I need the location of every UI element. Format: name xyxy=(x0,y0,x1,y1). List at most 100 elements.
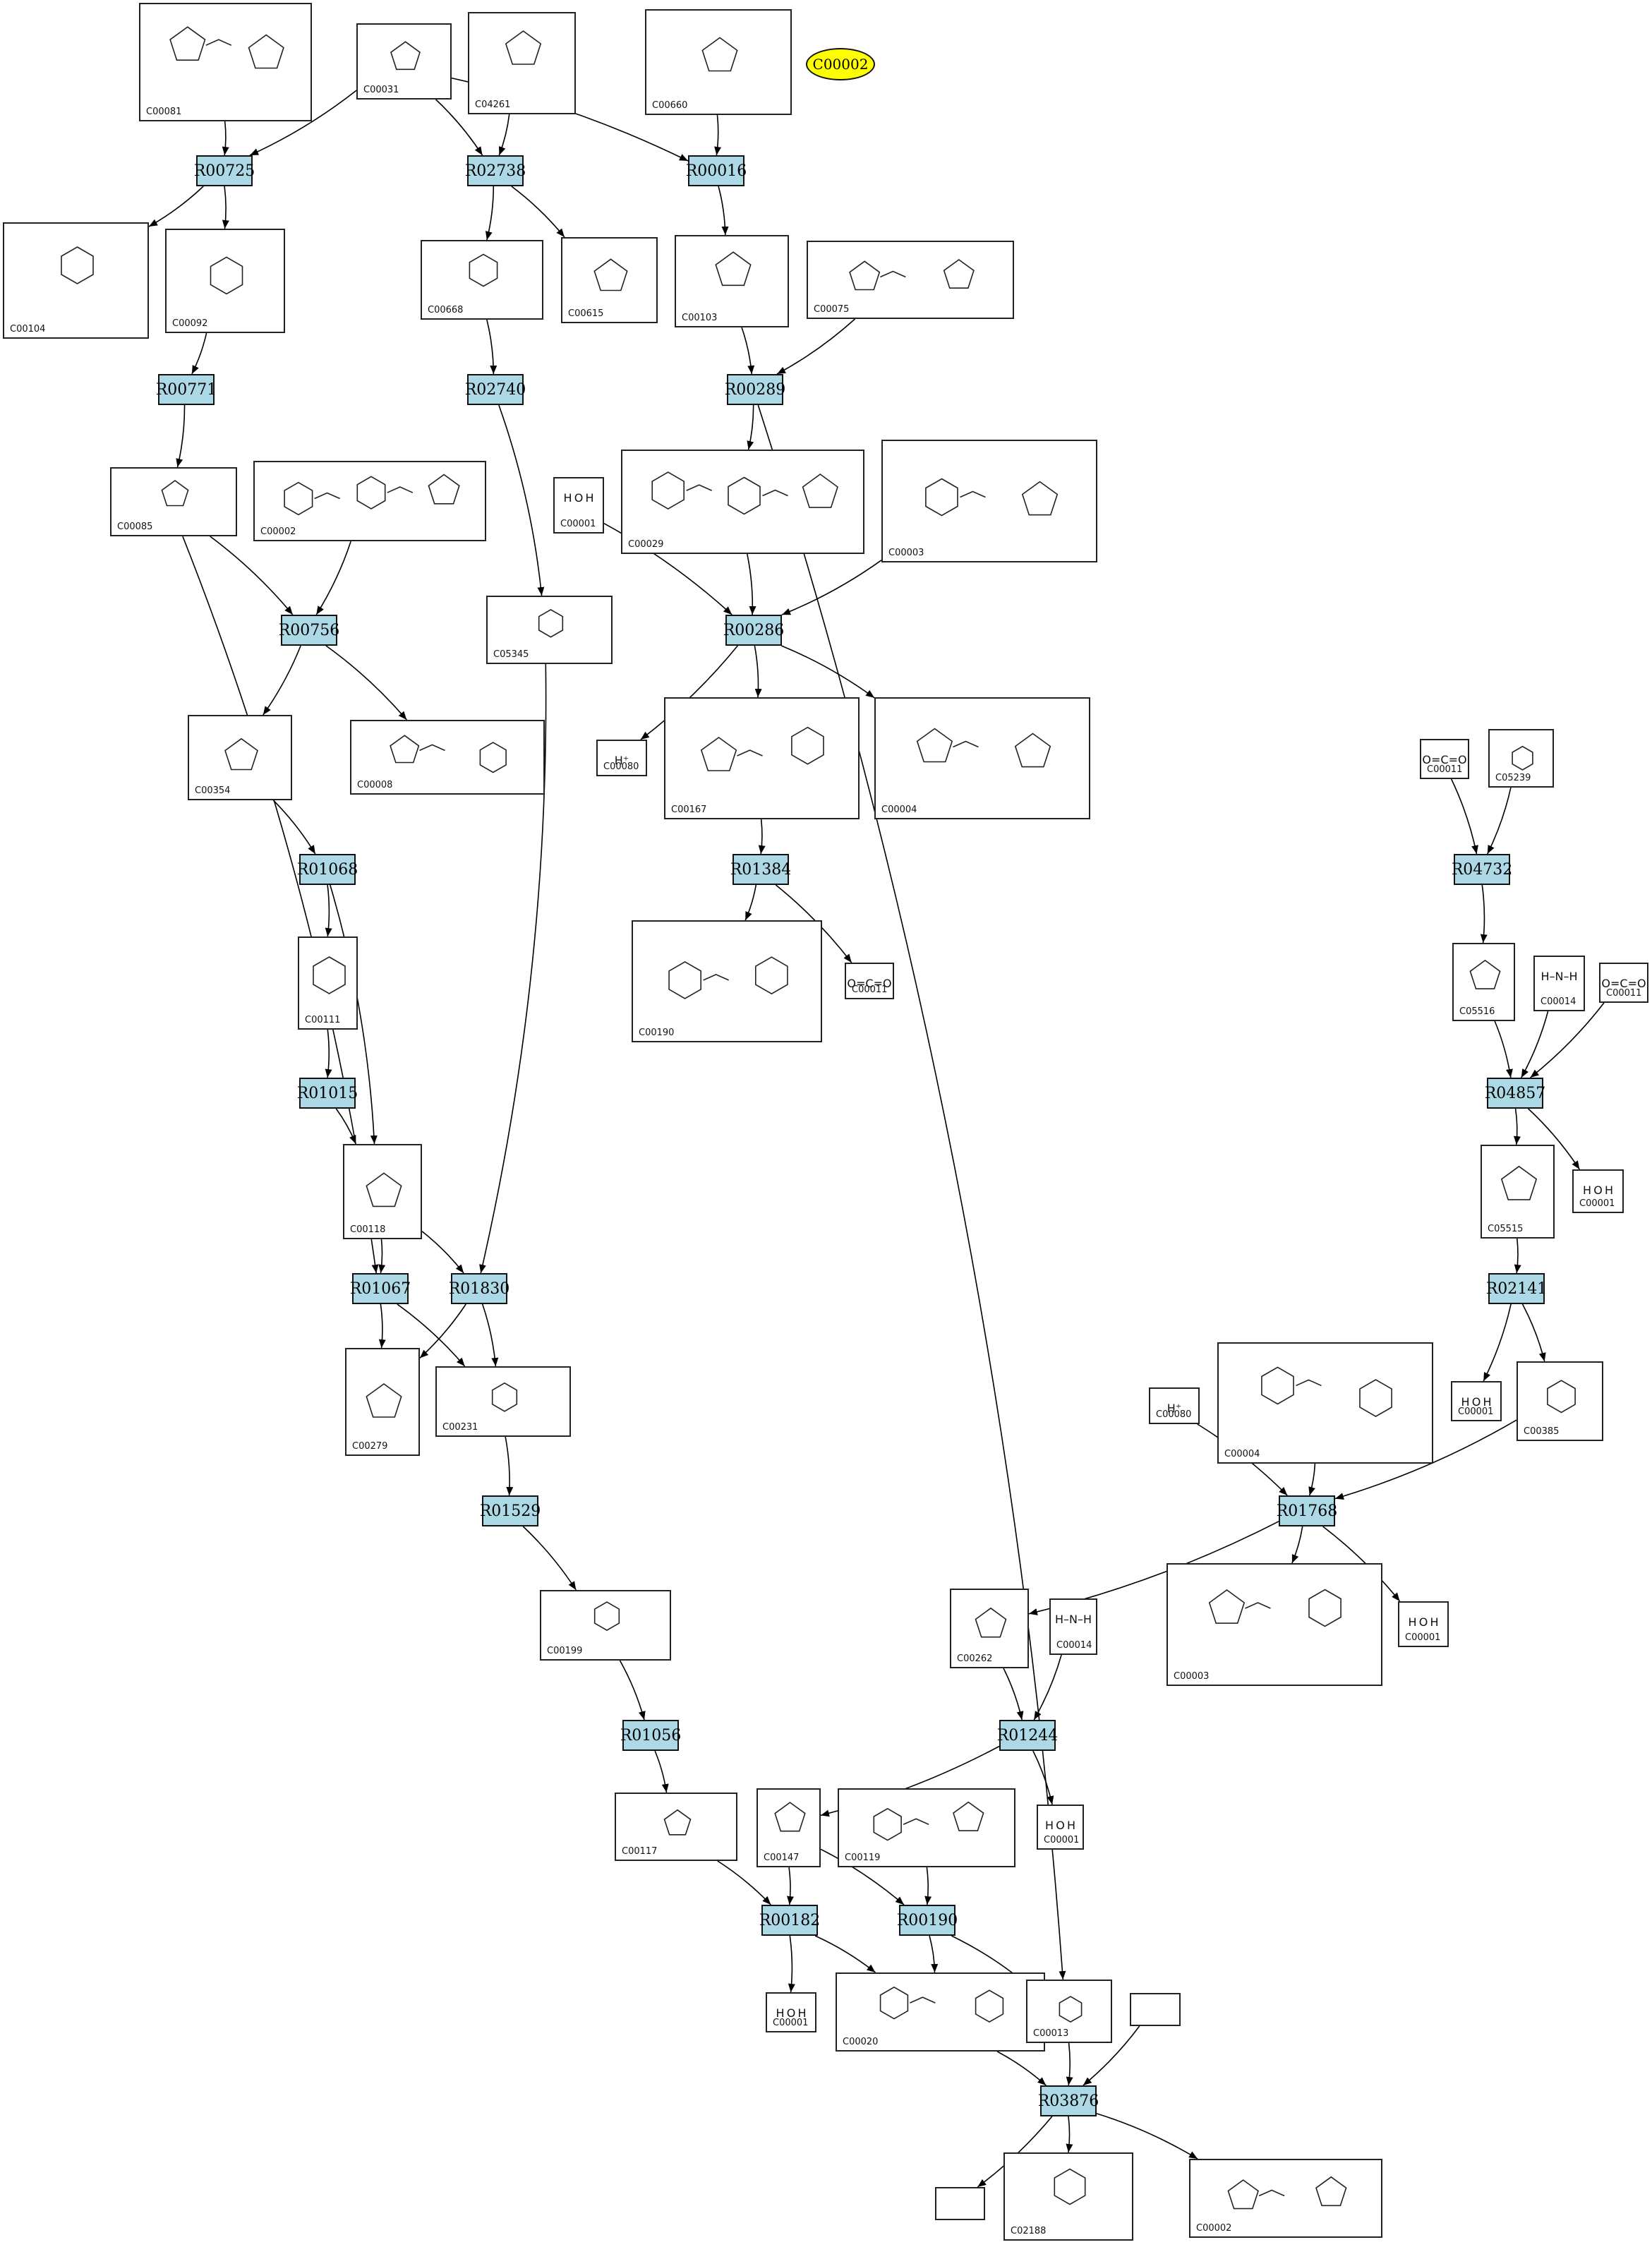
edge-C00118-R01830 xyxy=(421,1231,464,1274)
compound-C00385[interactable]: C00385 xyxy=(1517,1361,1603,1441)
compound-C00262[interactable]: C00262 xyxy=(950,1589,1029,1668)
reaction-R01068[interactable]: R01068 xyxy=(297,854,358,885)
structure-drawing xyxy=(651,471,838,515)
reaction-R01768[interactable]: R01768 xyxy=(1277,1495,1337,1526)
structure-drawing xyxy=(366,1383,402,1418)
reaction-R00286[interactable]: R00286 xyxy=(723,615,784,646)
compound-C00092[interactable]: C00092 xyxy=(165,229,285,333)
reaction-R00016[interactable]: R00016 xyxy=(686,155,747,186)
structure-drawing xyxy=(1054,2168,1086,2205)
reaction-R00771[interactable]: R00771 xyxy=(156,374,217,405)
compound-formula: H O H xyxy=(1408,1615,1439,1629)
compound-C00231[interactable]: C00231 xyxy=(435,1366,571,1437)
compound-C02188[interactable]: C02188 xyxy=(1003,2152,1133,2241)
compound-EMPTY2[interactable] xyxy=(935,2187,985,2220)
compound-C00147[interactable]: C00147 xyxy=(756,1788,821,1867)
reaction-R01384[interactable]: R01384 xyxy=(730,854,791,885)
compound-id-label: C00081 xyxy=(146,107,182,117)
compound-C00190[interactable]: C00190 xyxy=(632,920,822,1042)
compound-C00085[interactable]: C00085 xyxy=(110,467,237,536)
compound-C00080a[interactable]: H⁺C00080 xyxy=(596,740,647,776)
compound-id-label: C00085 xyxy=(117,522,153,532)
compound-C00003b[interactable]: C00003 xyxy=(1166,1563,1382,1686)
edge-R00182-C00001f xyxy=(788,1935,795,1993)
compound-C00354[interactable]: C00354 xyxy=(188,715,292,800)
edge-C00668-R02740 xyxy=(486,319,498,375)
reaction-R01244[interactable]: R01244 xyxy=(997,1720,1058,1751)
compound-C00002b[interactable]: C00002 xyxy=(1189,2159,1382,2238)
compound-id-label: C00190 xyxy=(639,1028,675,1038)
edge-R01244-C00001e xyxy=(1032,1750,1054,1805)
compound-C00029[interactable]: C00029 xyxy=(621,450,864,554)
edge-C05516-R04857 xyxy=(1494,1020,1513,1078)
compound-C00020[interactable]: C00020 xyxy=(836,1972,1045,2052)
reaction-R01067[interactable]: R01067 xyxy=(350,1273,411,1304)
compound-C05345[interactable]: C05345 xyxy=(486,596,613,664)
reaction-R03876[interactable]: R03876 xyxy=(1038,2085,1099,2116)
compound-C00004b[interactable]: C00004 xyxy=(1217,1342,1433,1464)
reaction-R01830[interactable]: R01830 xyxy=(449,1273,510,1304)
compound-C00104[interactable]: C00104 xyxy=(3,222,149,339)
compound-C04261[interactable]: C04261 xyxy=(468,12,576,114)
compound-C00199[interactable]: C00199 xyxy=(540,1590,671,1661)
compound-EMPTY1[interactable] xyxy=(1130,1993,1181,2026)
reaction-R00756[interactable]: R00756 xyxy=(279,615,339,646)
reaction-R01015[interactable]: R01015 xyxy=(297,1078,358,1109)
compound-C00615[interactable]: C00615 xyxy=(561,237,658,323)
compound-C00004a[interactable]: C00004 xyxy=(874,697,1090,819)
compound-C00081[interactable]: C00081 xyxy=(139,3,312,121)
compound-C05516[interactable]: C05516 xyxy=(1452,943,1515,1021)
reaction-R04732[interactable]: R04732 xyxy=(1452,854,1512,885)
edge-C00011a-R04732 xyxy=(1450,778,1478,855)
compound-C00002a[interactable]: C00002 xyxy=(253,461,486,541)
reaction-R02738[interactable]: R02738 xyxy=(465,155,526,186)
compound-C00031[interactable]: C00031 xyxy=(356,23,452,100)
edge-R00286-C00004a xyxy=(780,645,875,699)
reaction-R00190[interactable]: R00190 xyxy=(897,1905,958,1936)
compound-C05239[interactable]: C05239 xyxy=(1488,729,1554,788)
compound-C00167[interactable]: C00167 xyxy=(664,697,860,819)
edge-R01768-C00001d xyxy=(1322,1526,1401,1602)
reaction-R00182[interactable]: R00182 xyxy=(759,1905,820,1936)
highlight-compound-C00002[interactable]: C00002 xyxy=(806,48,875,80)
reaction-R02141[interactable]: R02141 xyxy=(1486,1273,1547,1304)
compound-id-label: C00011 xyxy=(1427,764,1463,775)
compound-C00103[interactable]: C00103 xyxy=(675,235,789,327)
edge-C00231-R01529 xyxy=(505,1436,514,1496)
reaction-R01529[interactable]: R01529 xyxy=(480,1495,541,1526)
compound-C00013[interactable]: C00013 xyxy=(1026,1980,1112,2043)
compound-C00119[interactable]: C00119 xyxy=(838,1788,1015,1867)
compound-C00111[interactable]: C00111 xyxy=(298,936,358,1030)
reaction-R00725[interactable]: R00725 xyxy=(194,155,255,186)
compound-C05515[interactable]: C05515 xyxy=(1481,1145,1555,1239)
compound-C00008[interactable]: C00008 xyxy=(350,720,545,795)
edge-R00756-C00354 xyxy=(263,645,301,716)
reaction-R02740[interactable]: R02740 xyxy=(465,374,526,405)
compound-C00003a[interactable]: C00003 xyxy=(881,440,1097,562)
compound-C00118[interactable]: C00118 xyxy=(343,1144,422,1239)
compound-C00075[interactable]: C00075 xyxy=(807,241,1014,319)
edge-R01768-C00003b xyxy=(1291,1526,1303,1564)
reaction-R04857[interactable]: R04857 xyxy=(1485,1078,1545,1109)
edge-C00118-R01067 xyxy=(378,1239,386,1274)
reaction-R00289[interactable]: R00289 xyxy=(725,374,785,405)
compound-C00117[interactable]: C00117 xyxy=(615,1793,737,1861)
compound-C00279[interactable]: C00279 xyxy=(345,1348,420,1456)
edge-R01384-C00190 xyxy=(744,884,757,921)
reaction-R01056[interactable]: R01056 xyxy=(620,1720,681,1751)
compound-C00660[interactable]: C00660 xyxy=(645,9,792,115)
edge-C00031-R00725 xyxy=(249,90,357,156)
compound-C00080b[interactable]: H⁺C00080 xyxy=(1149,1387,1200,1424)
compound-C00668[interactable]: C00668 xyxy=(421,240,543,320)
